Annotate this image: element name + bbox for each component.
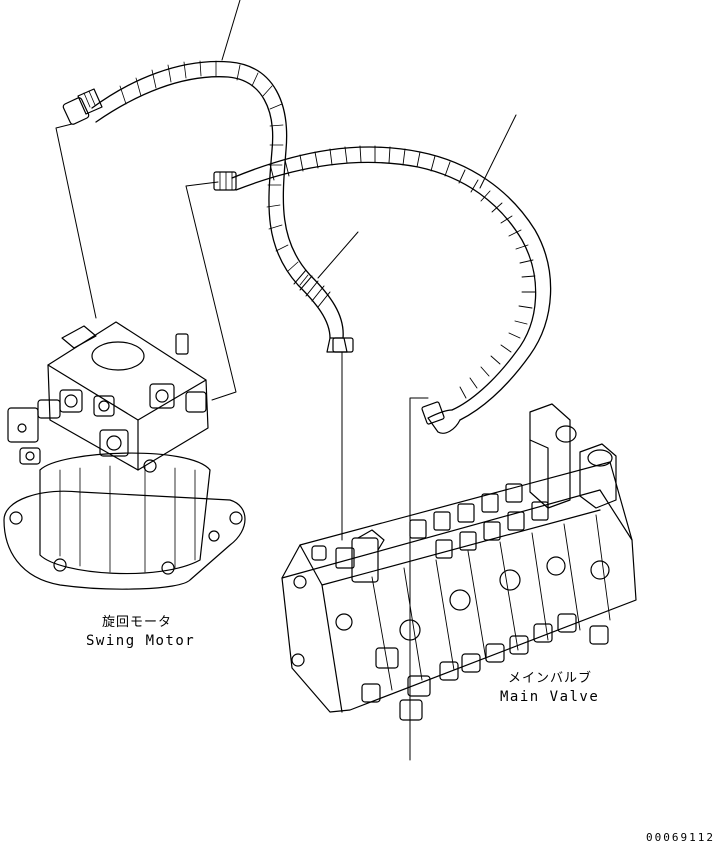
hose-fitting-elbow <box>421 401 461 434</box>
valve-elbow-fittings <box>351 403 617 583</box>
drawing-code: 00069112 <box>646 831 715 844</box>
main-valve <box>281 403 637 721</box>
hose-fitting-left-mid <box>213 171 237 191</box>
leader-lines <box>55 0 517 761</box>
main-valve-label-en: Main Valve <box>500 689 600 705</box>
swing-motor-label-jp: 旋回モータ <box>102 615 173 630</box>
swing-motor-label-en: Swing Motor <box>86 633 196 649</box>
hose-upper <box>62 60 354 353</box>
hose-fitting-left <box>62 88 103 125</box>
hose-spiral <box>213 145 552 434</box>
swing-motor <box>3 321 246 590</box>
valve-spool-caps <box>291 556 610 667</box>
valve-top-fittings <box>311 483 549 569</box>
valve-bottom-fittings <box>361 613 609 721</box>
main-valve-label-jp: メインバルブ <box>508 671 593 686</box>
hose-fitting-right-top <box>326 337 354 353</box>
